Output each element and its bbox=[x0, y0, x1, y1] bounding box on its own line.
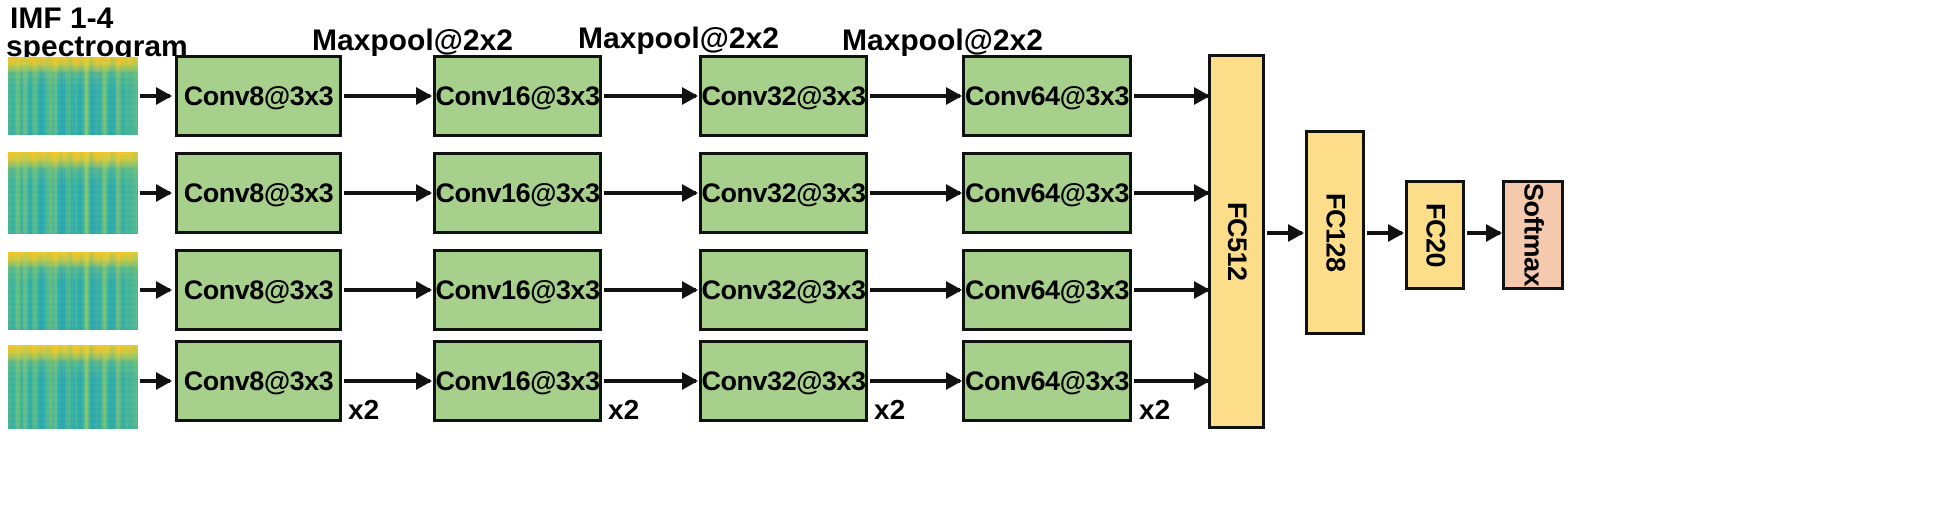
arrow-b3-to-fc512 bbox=[1134, 288, 1208, 292]
conv-block-b3-s1[interactable]: Conv8@3x3 bbox=[175, 249, 342, 331]
spectrogram-warm-band bbox=[8, 152, 138, 171]
maxpool-label-2: Maxpool@2x2 bbox=[578, 22, 779, 55]
conv-block-b1-s3[interactable]: Conv32@3x3 bbox=[699, 55, 868, 137]
input-title-line1: IMF 1-4 bbox=[10, 2, 114, 35]
arrow-b4-to-fc512 bbox=[1134, 379, 1208, 383]
spectrogram-1 bbox=[8, 57, 138, 135]
conv-block-b3-s3[interactable]: Conv32@3x3 bbox=[699, 249, 868, 331]
arrow-b1-to-fc512 bbox=[1134, 94, 1208, 98]
arrow-b2-s3-to-s4 bbox=[870, 191, 960, 195]
spectrogram-2 bbox=[8, 152, 138, 234]
repeat-label-2: x2 bbox=[608, 394, 640, 425]
maxpool-label-3: Maxpool@2x2 bbox=[842, 24, 1043, 57]
arrow-b2-s1-to-s2 bbox=[344, 191, 430, 195]
conv-block-b2-s4[interactable]: Conv64@3x3 bbox=[962, 152, 1132, 234]
spectrogram-warm-band bbox=[8, 57, 138, 75]
arrow-b3-s3-to-s4 bbox=[870, 288, 960, 292]
repeat-label-3: x2 bbox=[874, 394, 906, 425]
conv-block-b1-s1[interactable]: Conv8@3x3 bbox=[175, 55, 342, 137]
fc20-label: FC20 bbox=[1420, 202, 1451, 268]
spectrogram-3 bbox=[8, 252, 138, 330]
arrow-input-1-to-conv8 bbox=[140, 94, 170, 98]
arrow-b1-s3-to-s4 bbox=[870, 94, 960, 98]
arrow-input-3-to-conv8 bbox=[140, 288, 170, 292]
spectrogram-warm-band bbox=[8, 345, 138, 364]
arrow-input-2-to-conv8 bbox=[140, 191, 170, 195]
conv-block-b3-s2[interactable]: Conv16@3x3 bbox=[433, 249, 602, 331]
conv-block-b1-s4[interactable]: Conv64@3x3 bbox=[962, 55, 1132, 137]
fc128-label: FC128 bbox=[1320, 193, 1351, 272]
arrow-b3-s2-to-s3 bbox=[604, 288, 696, 292]
conv-block-b4-s4[interactable]: Conv64@3x3 bbox=[962, 340, 1132, 422]
arrow-b2-s2-to-s3 bbox=[604, 191, 696, 195]
conv-block-b2-s1[interactable]: Conv8@3x3 bbox=[175, 152, 342, 234]
conv-block-b2-s2[interactable]: Conv16@3x3 bbox=[433, 152, 602, 234]
arrow-b2-to-fc512 bbox=[1134, 191, 1208, 195]
spectrogram-4 bbox=[8, 345, 138, 429]
spectrogram-warm-band bbox=[8, 252, 138, 270]
conv-block-b4-s3[interactable]: Conv32@3x3 bbox=[699, 340, 868, 422]
fc512-label: FC512 bbox=[1222, 202, 1252, 281]
arrow-b1-s1-to-s2 bbox=[344, 94, 430, 98]
softmax-label: Softmax bbox=[1518, 183, 1549, 287]
arrow-b4-s2-to-s3 bbox=[604, 379, 696, 383]
fc128-block[interactable]: FC128 bbox=[1305, 130, 1365, 335]
arrow-b4-s1-to-s2 bbox=[344, 379, 430, 383]
conv-block-b2-s3[interactable]: Conv32@3x3 bbox=[699, 152, 868, 234]
arrow-b4-s3-to-s4 bbox=[870, 379, 960, 383]
arrow-b1-s2-to-s3 bbox=[604, 94, 696, 98]
arrow-fc512-to-fc128 bbox=[1267, 231, 1302, 235]
arrow-fc20-to-softmax bbox=[1467, 231, 1500, 235]
arrow-fc128-to-fc20 bbox=[1367, 231, 1402, 235]
conv-block-b1-s2[interactable]: Conv16@3x3 bbox=[433, 55, 602, 137]
repeat-label-4: x2 bbox=[1139, 394, 1171, 425]
softmax-block[interactable]: Softmax bbox=[1502, 180, 1564, 290]
conv-block-b4-s2[interactable]: Conv16@3x3 bbox=[433, 340, 602, 422]
conv-block-b3-s4[interactable]: Conv64@3x3 bbox=[962, 249, 1132, 331]
fc20-block[interactable]: FC20 bbox=[1405, 180, 1465, 290]
arrow-b3-s1-to-s2 bbox=[344, 288, 430, 292]
repeat-label-1: x2 bbox=[348, 394, 380, 425]
fc512-block[interactable]: FC512 bbox=[1208, 54, 1265, 429]
arrow-input-4-to-conv8 bbox=[140, 379, 170, 383]
conv-block-b4-s1[interactable]: Conv8@3x3 bbox=[175, 340, 342, 422]
maxpool-label-1: Maxpool@2x2 bbox=[312, 24, 513, 57]
